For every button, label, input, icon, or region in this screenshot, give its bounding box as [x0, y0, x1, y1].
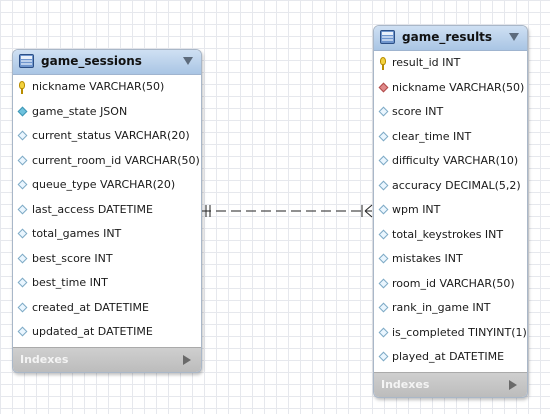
- diamond-hollow-icon: [17, 326, 28, 337]
- diamond-red-icon: [378, 82, 389, 92]
- column-row[interactable]: result_id INT: [374, 51, 527, 76]
- diamond-hollow-icon: [17, 204, 28, 214]
- diamond-hollow-icon: [17, 155, 28, 165]
- diamond-hollow-icon: [378, 229, 389, 239]
- column-label: nickname VARCHAR(50): [392, 80, 525, 94]
- column-row[interactable]: nickname VARCHAR(50): [374, 76, 527, 101]
- column-row[interactable]: current_room_id VARCHAR(50): [13, 149, 201, 174]
- column-label: total_games INT: [32, 227, 122, 240]
- crows-foot-top: [364, 204, 373, 212]
- diamond-hollow-icon: [378, 253, 389, 264]
- diamond-hollow-icon: [378, 106, 389, 117]
- column-label: played_at DATETIME: [392, 350, 505, 363]
- column-label: current_status VARCHAR(20): [32, 129, 190, 142]
- diamond-hollow-icon: [378, 131, 389, 141]
- diamond-hollow-icon: [17, 228, 28, 239]
- column-label: clear_time INT: [392, 129, 472, 143]
- indexes-label: Indexes: [381, 378, 430, 391]
- table-icon: [380, 30, 395, 44]
- column-label: best_score INT: [32, 251, 113, 265]
- column-row[interactable]: total_keystrokes INT: [374, 223, 527, 248]
- column-row[interactable]: game_state JSON: [13, 100, 201, 125]
- column-label: best_time INT: [32, 276, 108, 289]
- diamond-hollow-icon: [17, 277, 28, 288]
- column-row[interactable]: nickname VARCHAR(50): [13, 75, 201, 100]
- column-label: updated_at DATETIME: [32, 325, 153, 338]
- indexes-bar[interactable]: Indexes: [13, 347, 201, 372]
- expand-arrow-icon[interactable]: [509, 380, 517, 390]
- indexes-bar[interactable]: Indexes: [374, 372, 527, 397]
- table-game-sessions[interactable]: game_sessions nickname VARCHAR(50) game_s…: [12, 49, 202, 373]
- column-row[interactable]: rank_in_game INT: [374, 296, 527, 321]
- table-game-results[interactable]: game_results result_id INT nickname VARCH…: [373, 25, 528, 398]
- column-row[interactable]: current_status VARCHAR(20): [13, 124, 201, 149]
- table-header[interactable]: game_sessions: [13, 50, 201, 75]
- column-label: current_room_id VARCHAR(50): [32, 153, 200, 167]
- diamond-hollow-icon: [378, 155, 389, 166]
- column-label: last_access DATETIME: [32, 202, 153, 216]
- column-label: nickname VARCHAR(50): [32, 80, 165, 93]
- crows-foot-bottom: [364, 210, 373, 218]
- key-icon: [19, 81, 25, 94]
- collapse-arrow-icon[interactable]: [183, 57, 193, 65]
- diamond-hollow-icon: [378, 204, 389, 215]
- column-label: mistakes INT: [392, 252, 463, 265]
- column-label: is_completed TINYINT(1): [392, 325, 527, 339]
- column-row[interactable]: queue_type VARCHAR(20): [13, 173, 201, 198]
- diamond-hollow-icon: [378, 351, 389, 362]
- column-row[interactable]: is_completed TINYINT(1): [374, 321, 527, 346]
- diamond-hollow-icon: [378, 180, 389, 190]
- column-list: result_id INT nickname VARCHAR(50) score I…: [374, 51, 527, 370]
- indexes-label: Indexes: [20, 353, 69, 366]
- column-label: room_id VARCHAR(50): [392, 276, 515, 290]
- column-label: wpm INT: [392, 203, 441, 216]
- diamond-hollow-icon: [17, 130, 28, 141]
- column-row[interactable]: played_at DATETIME: [374, 345, 527, 370]
- collapse-arrow-icon[interactable]: [509, 33, 519, 41]
- key-icon: [380, 57, 386, 70]
- diamond-hollow-icon: [17, 179, 28, 190]
- column-label: created_at DATETIME: [32, 300, 149, 314]
- column-label: score INT: [392, 105, 444, 118]
- column-row[interactable]: best_score INT: [13, 247, 201, 272]
- diamond-hollow-icon: [17, 253, 28, 263]
- column-list: nickname VARCHAR(50) game_state JSON curre…: [13, 75, 201, 345]
- column-row[interactable]: clear_time INT: [374, 125, 527, 150]
- column-label: result_id INT: [392, 56, 461, 69]
- column-row[interactable]: updated_at DATETIME: [13, 320, 201, 345]
- table-header[interactable]: game_results: [374, 26, 527, 51]
- column-row[interactable]: wpm INT: [374, 198, 527, 223]
- diamond-hollow-icon: [378, 302, 389, 313]
- column-label: queue_type VARCHAR(20): [32, 178, 176, 191]
- expand-arrow-icon[interactable]: [183, 355, 191, 365]
- table-icon: [19, 54, 34, 68]
- column-row[interactable]: difficulty VARCHAR(10): [374, 149, 527, 174]
- column-row[interactable]: created_at DATETIME: [13, 296, 201, 321]
- column-label: accuracy DECIMAL(5,2): [392, 178, 521, 192]
- diamond-hollow-icon: [378, 278, 389, 288]
- column-label: rank_in_game INT: [392, 301, 491, 314]
- column-row[interactable]: last_access DATETIME: [13, 198, 201, 223]
- column-row[interactable]: mistakes INT: [374, 247, 527, 272]
- column-row[interactable]: accuracy DECIMAL(5,2): [374, 174, 527, 199]
- column-row[interactable]: best_time INT: [13, 271, 201, 296]
- table-title: game_sessions: [41, 54, 142, 68]
- diamond-hollow-icon: [17, 302, 28, 312]
- diamond-hollow-icon: [378, 327, 389, 337]
- column-row[interactable]: total_games INT: [13, 222, 201, 247]
- column-label: game_state JSON: [32, 104, 128, 118]
- column-label: difficulty VARCHAR(10): [392, 154, 519, 167]
- column-row[interactable]: score INT: [374, 100, 527, 125]
- diamond-filled-icon: [17, 106, 28, 116]
- table-title: game_results: [402, 30, 493, 44]
- column-row[interactable]: room_id VARCHAR(50): [374, 272, 527, 297]
- column-label: total_keystrokes INT: [392, 227, 504, 241]
